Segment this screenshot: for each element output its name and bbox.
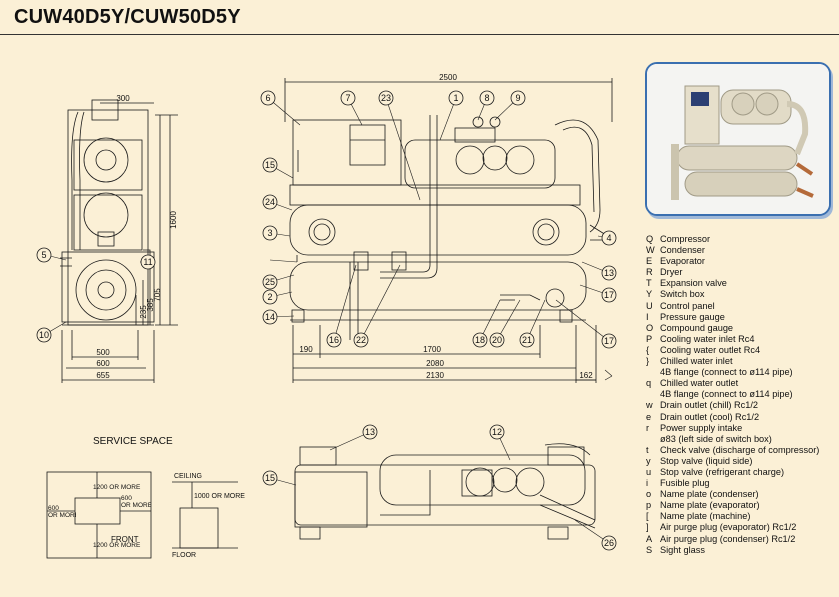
legend-item: 4B flange (connect to ø114 pipe)	[660, 367, 793, 378]
chiller-illustration	[647, 64, 829, 214]
title-rule	[0, 34, 839, 35]
ceiling-label: CEILING	[174, 473, 202, 480]
service-front-label: FRONT	[111, 535, 139, 544]
legend-item: [Name plate (machine)	[646, 511, 751, 522]
callout-4: 4	[606, 233, 611, 243]
side-view	[60, 99, 178, 383]
callout-13: 13	[365, 427, 375, 437]
callout-15: 14	[265, 312, 275, 322]
dim-1700: 1700	[423, 345, 441, 354]
service-top-label: 1200 OR MORE	[93, 484, 141, 491]
callout-3: 3	[267, 228, 272, 238]
callout-17: 16	[329, 335, 339, 345]
dim-162: 162	[579, 371, 593, 380]
callout-6: 6	[265, 93, 270, 103]
callout-19: 17	[604, 336, 614, 346]
callout-20: 20	[492, 335, 502, 345]
dim-655: 655	[96, 371, 110, 380]
callout-14: 13	[604, 268, 614, 278]
dim-2500: 2500	[439, 73, 457, 82]
floor-label: FLOOR	[172, 552, 196, 559]
front-view	[284, 78, 613, 383]
callout-8: 8	[484, 93, 489, 103]
callout-21: 21	[522, 335, 532, 345]
dim-500: 500	[96, 348, 110, 357]
dim-190: 190	[299, 345, 313, 354]
product-photo	[645, 62, 831, 216]
dim-235: 235	[139, 305, 148, 319]
callout-1: 1	[453, 93, 458, 103]
callout-18: 18	[475, 335, 485, 345]
dim-1600: 1600	[169, 211, 178, 229]
service-space-heading: SERVICE SPACE	[93, 436, 173, 447]
callout-19b: 17	[604, 290, 614, 300]
page-title: CUW40D5Y/CUW50D5Y	[14, 6, 241, 28]
service-space-elevation	[172, 481, 238, 549]
callout-26: 26	[604, 538, 614, 548]
callout-16-top: 15	[265, 473, 275, 483]
service-bottom-label: 1200 OR MORE	[93, 542, 141, 549]
service-right-label-wrap: 600 OR MORE	[121, 495, 151, 509]
service-space-plan	[46, 471, 152, 559]
callout-5: 5	[41, 250, 46, 260]
dim-300: 300	[116, 94, 130, 103]
callout-7: 7	[345, 93, 350, 103]
callout-22: 22	[356, 335, 366, 345]
callout-24: 24	[265, 197, 275, 207]
callout-11: 11	[143, 257, 152, 267]
legend-item: ø83 (left side of switch box)	[660, 433, 772, 444]
top-view	[294, 443, 596, 540]
callout-25: 25	[265, 277, 275, 287]
dim-2130: 2130	[426, 371, 444, 380]
service-left-label: 600 OR MORE	[48, 505, 76, 519]
callout-9: 9	[515, 93, 520, 103]
legend-item: }Chilled water inlet	[646, 356, 733, 367]
dim-600: 600	[96, 359, 110, 368]
service-right-label: 600 OR MORE	[121, 495, 151, 509]
legend-item: 4B flange (connect to ø114 pipe)	[660, 389, 793, 400]
callout-2: 2	[267, 292, 272, 302]
legend-item: {Cooling water outlet Rc4	[646, 344, 761, 355]
service-left-label-wrap: 600 OR MORE	[48, 505, 76, 519]
callout-12: 12	[492, 427, 502, 437]
dim-2080: 2080	[426, 359, 444, 368]
dim-385: 385	[146, 298, 155, 312]
callout-16: 15	[265, 160, 275, 170]
callout-23: 23	[381, 93, 391, 103]
legend-item: ]Air purge plug (evaporator) Rc1/2	[646, 522, 797, 533]
callout-10: 10	[39, 330, 49, 340]
dim-705: 705	[153, 288, 162, 302]
ceiling-clearance-label: 1000 OR MORE	[194, 493, 245, 500]
